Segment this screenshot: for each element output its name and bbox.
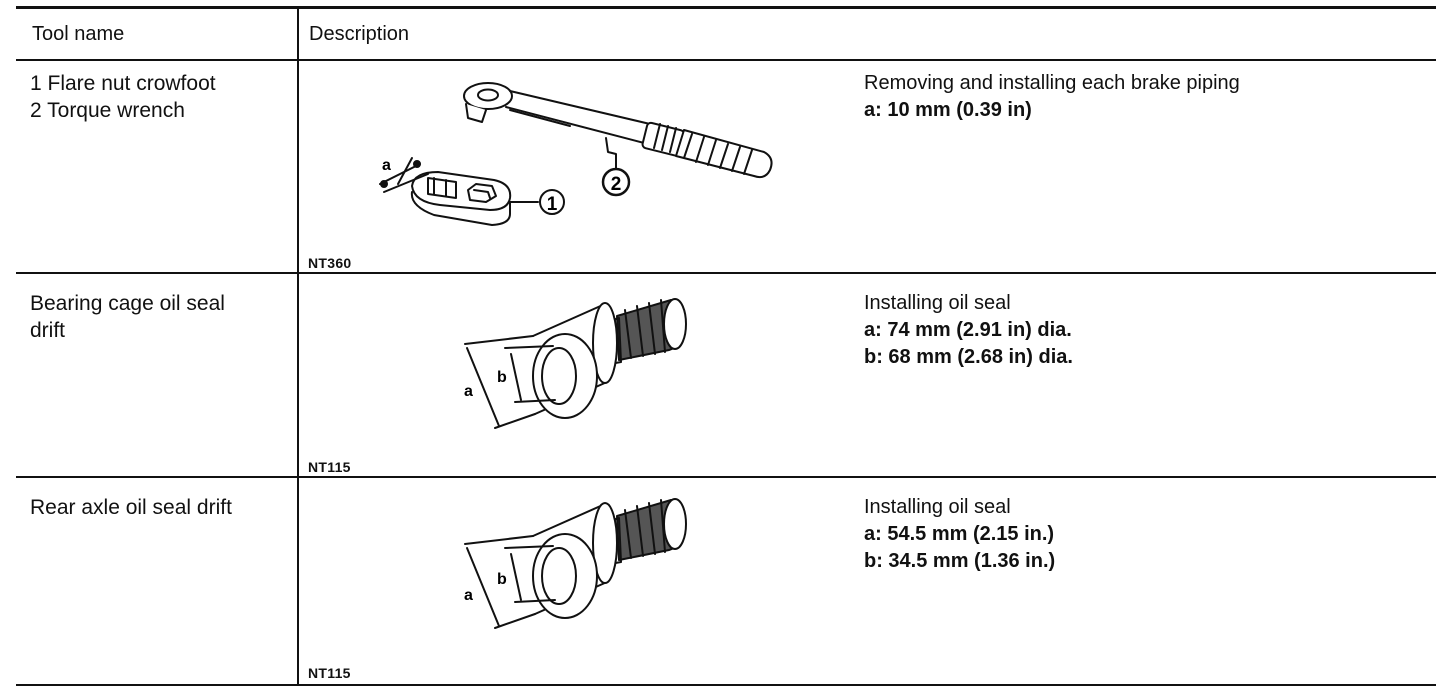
- header-bottom-rule: [16, 59, 1436, 61]
- spec-line: a: 54.5 mm (2.15 in.): [864, 523, 1055, 545]
- tool-name: Rear axle oil seal drift: [30, 494, 285, 521]
- oil-seal-drift-icon: a b: [464, 298, 687, 429]
- spec-line: b: 68 mm (2.68 in) dia.: [864, 346, 1073, 368]
- tool-name-line: Rear axle oil seal drift: [30, 496, 232, 519]
- dimension-b-label: b: [497, 571, 507, 588]
- tool-name-line: 2 Torque wrench: [30, 99, 185, 122]
- tool-description: Removing and installing each brake pipin…: [864, 70, 1424, 124]
- purpose-text: Installing oil seal: [864, 292, 1011, 314]
- tool-name-line: Bearing cage oil seal: [30, 292, 225, 315]
- tool-description: Installing oil seal a: 74 mm (2.91 in) d…: [864, 290, 1424, 371]
- figure-code: NT115: [308, 459, 351, 475]
- table-bottom-rule: [16, 684, 1436, 686]
- callout-2-label: 2: [611, 174, 622, 195]
- row-divider-2: [16, 476, 1436, 478]
- purpose-text: Removing and installing each brake pipin…: [864, 72, 1240, 94]
- dimension-a-label: a: [464, 587, 473, 604]
- dimension-b-label: b: [497, 369, 507, 386]
- tool-name: 1 Flare nut crowfoot 2 Torque wrench: [30, 70, 285, 124]
- column-divider: [297, 8, 299, 686]
- dimension-a-label: a: [382, 157, 391, 174]
- purpose-text: Installing oil seal: [864, 496, 1011, 518]
- header-tool-name: Tool name: [32, 23, 125, 45]
- header-description: Description: [309, 23, 410, 45]
- row-divider-1: [16, 272, 1436, 274]
- oil-seal-drift-icon: a b: [464, 498, 687, 629]
- spec-line: a: 10 mm (0.39 in): [864, 99, 1032, 121]
- flare-nut-crowfoot-and-torque-wrench-icon: 2 1 a: [379, 82, 773, 226]
- figure-code: NT115: [308, 665, 351, 681]
- tool-name-line: 1 Flare nut crowfoot: [30, 72, 216, 95]
- dimension-a-label: a: [464, 383, 473, 400]
- tool-name: Bearing cage oil seal drift: [30, 290, 285, 344]
- figure-code: NT360: [308, 255, 352, 271]
- callout-1-label: 1: [547, 194, 558, 215]
- spec-line: b: 34.5 mm (1.36 in.): [864, 550, 1056, 572]
- table-top-rule: [16, 6, 1436, 9]
- tool-description: Installing oil seal a: 54.5 mm (2.15 in.…: [864, 494, 1424, 575]
- spec-line: a: 74 mm (2.91 in) dia.: [864, 319, 1072, 341]
- tool-name-line: drift: [30, 319, 66, 342]
